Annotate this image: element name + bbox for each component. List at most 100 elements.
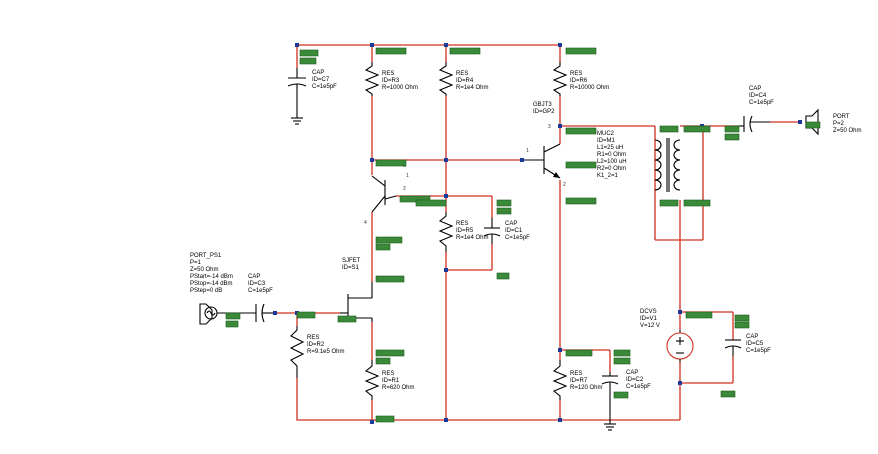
pin-number: 1 bbox=[406, 173, 409, 179]
probe-tag[interactable] bbox=[565, 127, 597, 135]
probe-tag[interactable] bbox=[375, 159, 407, 167]
node-dot bbox=[444, 194, 448, 198]
probe-tag[interactable] bbox=[496, 272, 510, 280]
probe-tag[interactable] bbox=[685, 311, 713, 319]
probe-tag[interactable] bbox=[496, 199, 512, 207]
label-line: ID=GP2 bbox=[533, 109, 555, 115]
capacitor-c4[interactable]: CAP ID=C4 C=1e5pF bbox=[738, 86, 774, 133]
label-line: RES bbox=[456, 71, 468, 77]
probe-tag[interactable] bbox=[613, 391, 629, 399]
pin-number: 2 bbox=[563, 182, 566, 188]
capacitor-c3[interactable]: CAP ID=C3 C=1e5pF bbox=[236, 274, 275, 323]
resistor-r7[interactable]: RES ID=R7 R=120 Ohm bbox=[552, 360, 603, 400]
probe-tag[interactable] bbox=[720, 390, 736, 398]
label-line: P=2 bbox=[833, 121, 845, 127]
label-line: PStart=-14 dBm bbox=[190, 274, 233, 280]
node-dot bbox=[273, 311, 277, 315]
label-line: RES bbox=[382, 371, 394, 377]
label-line: C=1e5pF bbox=[746, 348, 771, 354]
probe-tag[interactable] bbox=[683, 125, 711, 133]
label-line: CAP bbox=[749, 86, 761, 92]
probe-tag[interactable] bbox=[375, 243, 391, 251]
resistor-r2[interactable]: RES ID=R2 R=9.1e5 Ohm bbox=[289, 326, 345, 378]
probe-tag[interactable] bbox=[734, 314, 750, 322]
probe-tag[interactable] bbox=[496, 207, 512, 215]
label-line: CAP bbox=[248, 274, 260, 280]
transistor-gp2[interactable]: GBJT3 ID=GP2 3 1 2 bbox=[522, 102, 566, 188]
probe-tag[interactable] bbox=[299, 49, 319, 57]
probe-tag[interactable] bbox=[337, 315, 357, 323]
node-dot bbox=[678, 381, 682, 385]
label-line: ID=C7 bbox=[312, 77, 330, 83]
label-line: ID=R5 bbox=[456, 228, 474, 234]
label-line: R=1e4 Ohm bbox=[456, 85, 489, 91]
label-line: PORT_PS1 bbox=[190, 253, 222, 259]
pin-number: 3 bbox=[548, 124, 551, 130]
probe-tag[interactable] bbox=[805, 121, 821, 129]
resistor-r5[interactable]: RES ID=R5 R=1e4 Ohm bbox=[438, 212, 489, 252]
probe-tag[interactable] bbox=[399, 195, 431, 203]
resistor-r1[interactable]: RES ID=R1 R=620 Ohm bbox=[364, 360, 415, 400]
label-line: L2=100 uH bbox=[597, 159, 627, 165]
label-line: ID=R1 bbox=[382, 378, 400, 384]
jfet-s1[interactable]: SJFET ID=S1 bbox=[340, 258, 373, 322]
label-line: GBJT3 bbox=[533, 102, 552, 108]
label-line: C=1e5pF bbox=[749, 100, 774, 106]
capacitor-c1[interactable]: CAP ID=C1 C=1e5pF bbox=[483, 218, 530, 244]
probe-tag[interactable] bbox=[659, 199, 679, 207]
probe-tag[interactable] bbox=[375, 275, 405, 283]
capacitor-c2[interactable]: CAP ID=C2 C=1e5pF bbox=[601, 370, 651, 431]
wire-bottom-rail bbox=[296, 378, 680, 421]
probe-tag[interactable] bbox=[565, 349, 593, 357]
label-line: CAP bbox=[746, 334, 758, 340]
probe-tag[interactable] bbox=[613, 357, 631, 365]
label-line: SJFET bbox=[342, 258, 361, 264]
probe-tag[interactable] bbox=[565, 47, 597, 55]
label-line: R2=0 Ohm bbox=[597, 166, 626, 172]
transistor-q3[interactable]: 3 1 2 4 bbox=[364, 163, 409, 226]
probe-tag[interactable] bbox=[375, 415, 395, 423]
label-line: R=1000 Ohm bbox=[382, 85, 418, 91]
label-line: C=1e5pF bbox=[505, 235, 530, 241]
label-line: CAP bbox=[626, 370, 638, 376]
probe-tag[interactable] bbox=[375, 349, 405, 357]
probe-tag[interactable] bbox=[449, 47, 481, 55]
capacitor-c5[interactable]: CAP ID=C5 C=1e5pF bbox=[724, 334, 771, 356]
node-dot bbox=[444, 158, 448, 162]
probe-tag[interactable] bbox=[565, 197, 597, 205]
label-line: P=1 bbox=[190, 260, 202, 266]
probe-tag[interactable] bbox=[296, 311, 316, 319]
label-line: DCVS bbox=[640, 309, 657, 315]
resistor-r3[interactable]: RES ID=R3 R=1000 Ohm bbox=[364, 62, 418, 96]
node-dot bbox=[370, 43, 374, 47]
probe-tag[interactable] bbox=[724, 133, 740, 141]
probe-tag[interactable] bbox=[724, 125, 740, 133]
probe-tag[interactable] bbox=[299, 57, 317, 65]
probe-tag[interactable] bbox=[375, 236, 403, 244]
probe-tag[interactable] bbox=[225, 312, 241, 320]
probe-tag[interactable] bbox=[415, 199, 447, 207]
label-line: L1=25 uH bbox=[597, 145, 623, 151]
resistor-r4[interactable]: RES ID=R4 R=1e4 Ohm bbox=[438, 62, 489, 96]
probe-tag[interactable] bbox=[375, 47, 407, 55]
label-line: RES bbox=[382, 71, 394, 77]
probe-tag[interactable] bbox=[565, 161, 597, 169]
probe-tag[interactable] bbox=[613, 349, 631, 357]
node-dot bbox=[558, 348, 562, 352]
transformer-muc2[interactable]: MUC2 ID=M1 L1=25 uH R1=0 Ohm L2=100 uH R… bbox=[597, 131, 681, 192]
label-line: RES bbox=[570, 71, 582, 77]
resistor-r6[interactable]: RES ID=R6 R=10000 Ohm bbox=[552, 62, 609, 96]
node-dot bbox=[444, 43, 448, 47]
capacitor-c7[interactable]: CAP ID=C7 C=1e5pF bbox=[287, 68, 337, 125]
label-line: R1=0 Ohm bbox=[597, 152, 626, 158]
label-line: V=12 V bbox=[640, 323, 660, 329]
dc-voltage-source[interactable]: DCVS ID=V1 V=12 V bbox=[640, 309, 694, 362]
pin-number: 1 bbox=[526, 148, 529, 154]
probe-tag[interactable] bbox=[375, 357, 391, 365]
probe-tag[interactable] bbox=[225, 320, 239, 328]
probe-tag[interactable] bbox=[734, 321, 750, 329]
probe-tag[interactable] bbox=[683, 199, 711, 207]
port-ps1[interactable]: PORT_PS1 P=1 Z=50 Ohm PStart=-14 dBm PSt… bbox=[190, 253, 236, 325]
probe-tag[interactable] bbox=[659, 125, 679, 133]
